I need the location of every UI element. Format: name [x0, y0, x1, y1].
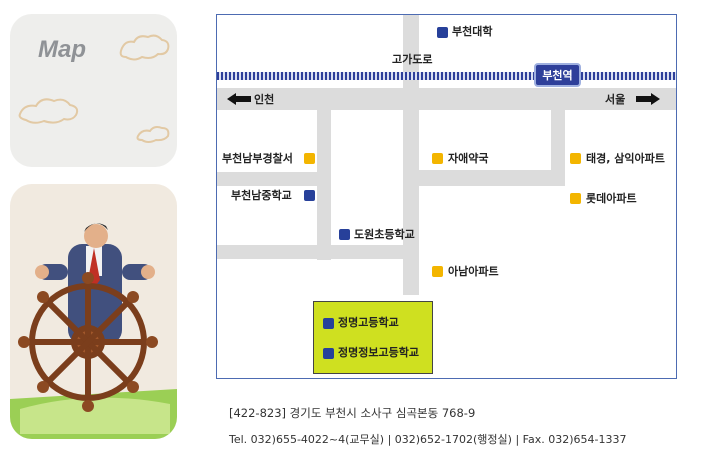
elementary-school-marker — [339, 229, 350, 240]
apartment-marker — [570, 153, 581, 164]
landmark-label: 도원초등학교 — [354, 228, 415, 241]
captain-illustration — [10, 184, 177, 439]
landmark-label: 태경, 삼익아파트 — [586, 152, 665, 165]
contact-text: Tel. 032)655-4022~4(교무실) | 032)652-1702(… — [229, 433, 627, 446]
cloud-decoration — [18, 34, 170, 143]
arrow-right-icon — [636, 93, 660, 105]
school-label: 정명고등학교 — [338, 316, 399, 329]
road-east-side — [419, 170, 565, 186]
ship-wheel-illustration — [10, 223, 177, 439]
station-badge: 부천역 — [534, 63, 581, 87]
apartment-marker — [432, 266, 443, 277]
university-marker — [437, 27, 448, 38]
arrow-left-icon — [227, 93, 251, 105]
high-school-marker — [323, 318, 334, 329]
landmark-label: 자애약국 — [448, 152, 489, 165]
police-marker — [304, 153, 315, 164]
info-high-school-marker — [323, 348, 334, 359]
landmark-label: 부천남부경찰서 — [222, 152, 293, 165]
road-vertical-west — [317, 110, 331, 260]
road-vertical-east — [551, 110, 565, 170]
school-label: 정명정보고등학교 — [338, 346, 419, 359]
pharmacy-marker — [432, 153, 443, 164]
road-vertical-main — [403, 15, 419, 295]
direction-east-label: 서울 — [605, 93, 626, 106]
middle-school-marker — [304, 190, 315, 201]
location-map: 부천역 고가도로 인천 서울 부천대학 부천남부경찰서 자애약국 태경, 삼익아… — [216, 14, 677, 379]
road-west-side — [217, 172, 317, 186]
landmark-label: 부천남중학교 — [231, 189, 292, 202]
landmark-label: 롯데아파트 — [586, 192, 637, 205]
school-location-highlight: 정명고등학교 정명정보고등학교 — [313, 301, 433, 374]
direction-west-label: 인천 — [254, 93, 275, 106]
landmark-label: 부천대학 — [452, 25, 493, 38]
map-title: Map — [38, 36, 86, 63]
road-horizontal-main — [217, 88, 676, 110]
address-text: [422-823] 경기도 부천시 소사구 심곡본동 768-9 — [229, 406, 476, 420]
railway — [217, 72, 676, 80]
landmark-label: 아남아파트 — [448, 265, 499, 278]
apartment-marker — [570, 193, 581, 204]
road-south — [217, 245, 419, 259]
overpass-label: 고가도로 — [392, 53, 433, 66]
map-title-card: Map — [10, 14, 177, 167]
